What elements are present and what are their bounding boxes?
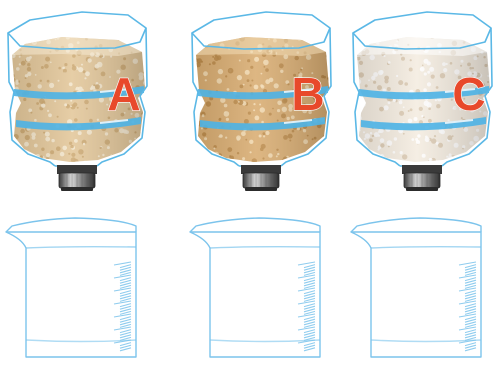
setup-b: B [190, 12, 334, 357]
measuring-beaker-icon [6, 218, 136, 357]
beaker-graduations [459, 262, 476, 351]
setup-c: C [351, 12, 493, 357]
beaker-graduations [114, 262, 131, 351]
measuring-beaker-icon [351, 218, 481, 357]
setup-label-b: B [291, 68, 324, 120]
bottle-cap [241, 165, 281, 191]
setup-label-c: C [452, 68, 485, 120]
setup-label-a: A [107, 68, 140, 120]
inverted-bottle-icon: B [192, 12, 334, 191]
bottle-cap [402, 165, 442, 191]
measuring-beaker-icon [190, 218, 320, 357]
inverted-bottle-icon: A [8, 12, 150, 191]
setup-a: A [6, 12, 150, 357]
beaker-graduations [298, 262, 315, 351]
bottle-cap [57, 165, 97, 191]
inverted-bottle-icon: C [353, 12, 493, 191]
